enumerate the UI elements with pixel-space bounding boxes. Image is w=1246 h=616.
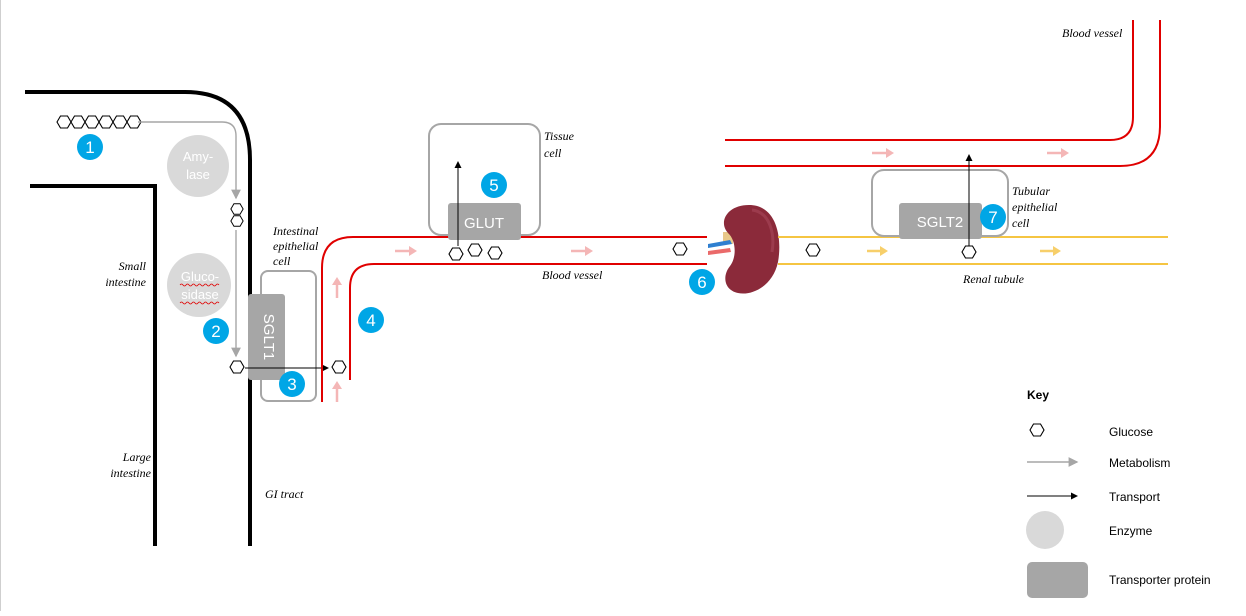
- step-badge-2: 2: [203, 318, 229, 344]
- blood-vessel-wall: [349, 263, 707, 380]
- kidney-illustration: [708, 205, 780, 294]
- legend-item-transport: Transport: [1109, 490, 1161, 504]
- step-badge-6: 6: [689, 269, 715, 295]
- svg-text:2: 2: [211, 322, 220, 341]
- svg-text:4: 4: [366, 311, 375, 330]
- svg-text:1: 1: [85, 138, 94, 157]
- blood-flow-arrows: [332, 148, 1069, 402]
- tubular-cell-label-line1: Tubular: [1012, 184, 1050, 198]
- tissue-cell-label-line1: Tissue: [544, 129, 575, 143]
- disaccharide: [230, 203, 244, 227]
- small-intestine-label-line1: Small: [119, 259, 147, 273]
- legend-item-enzyme: Enzyme: [1109, 524, 1153, 538]
- intestinal-cell-label-line2: epithelial: [273, 239, 319, 253]
- legend: Key Glucose Metabolism Transport Enzyme …: [1026, 388, 1211, 598]
- legend-item-metabolism: Metabolism: [1109, 456, 1170, 470]
- tubule-flow-arrows: [867, 246, 1061, 256]
- intestinal-cell-label-line1: Intestinal: [272, 224, 319, 238]
- step-badge-7: 7: [980, 204, 1006, 230]
- svg-text:5: 5: [489, 176, 498, 195]
- glucosidase-enzyme: Gluco- sidase: [167, 253, 231, 317]
- sglt2-transporter: SGLT2: [899, 203, 982, 239]
- glucose-molecule: [229, 360, 245, 374]
- polysaccharide-chain: [56, 115, 142, 129]
- gi-tract-label: GI tract: [265, 487, 304, 501]
- tissue-cell-label-line2: cell: [544, 146, 562, 160]
- glucose-molecule: [331, 360, 347, 374]
- glucose-molecule: [805, 243, 821, 257]
- glucose-molecule: [961, 245, 977, 259]
- blood-vessel-wall: [725, 20, 1161, 167]
- gi-tract-wall: [25, 90, 252, 546]
- transporter-icon: [1027, 562, 1088, 598]
- small-intestine-label-line2: intestine: [105, 275, 146, 289]
- tubular-cell-label-line2: epithelial: [1012, 200, 1058, 214]
- renal-tubule-label: Renal tubule: [962, 272, 1025, 286]
- glucose-icon: [1029, 423, 1045, 437]
- step-badge-4: 4: [358, 307, 384, 333]
- svg-text:Gluco-: Gluco-: [181, 269, 219, 284]
- step-badge-3: 3: [279, 371, 305, 397]
- amylase-enzyme: Amy- lase: [167, 135, 229, 197]
- svg-text:lase: lase: [186, 167, 210, 182]
- legend-title: Key: [1027, 388, 1049, 402]
- legend-item-glucose: Glucose: [1109, 425, 1153, 439]
- large-intestine-label-line1: Large: [122, 450, 152, 464]
- large-intestine-label-line2: intestine: [110, 466, 151, 480]
- glucose-molecules: [448, 242, 688, 261]
- sglt1-transporter: SGLT1: [248, 294, 285, 380]
- gi-inner-wall: [30, 184, 157, 546]
- blood-vessel-wall: [725, 20, 1134, 141]
- blood-vessel-wall: [321, 236, 707, 402]
- blood-vessel-label: Blood vessel: [542, 268, 603, 282]
- svg-text:GLUT: GLUT: [464, 215, 504, 232]
- enzyme-icon: [1026, 511, 1064, 549]
- svg-text:SGLT1: SGLT1: [260, 314, 277, 360]
- step-badge-1: 1: [77, 134, 103, 160]
- legend-item-transporter: Transporter protein: [1109, 573, 1211, 587]
- svg-text:6: 6: [697, 273, 706, 292]
- metabolism-arrow: [138, 121, 241, 200]
- step-badge-5: 5: [481, 172, 507, 198]
- svg-text:sidase: sidase: [181, 287, 219, 302]
- intestinal-cell-label-line3: cell: [273, 254, 291, 268]
- blood-vessel-top-label: Blood vessel: [1062, 26, 1123, 40]
- svg-text:7: 7: [988, 208, 997, 227]
- svg-text:3: 3: [287, 375, 296, 394]
- glut-transporter: GLUT: [448, 203, 521, 240]
- svg-text:Amy-: Amy-: [183, 149, 213, 164]
- svg-text:SGLT2: SGLT2: [917, 214, 963, 231]
- tubular-cell-label-line3: cell: [1012, 216, 1030, 230]
